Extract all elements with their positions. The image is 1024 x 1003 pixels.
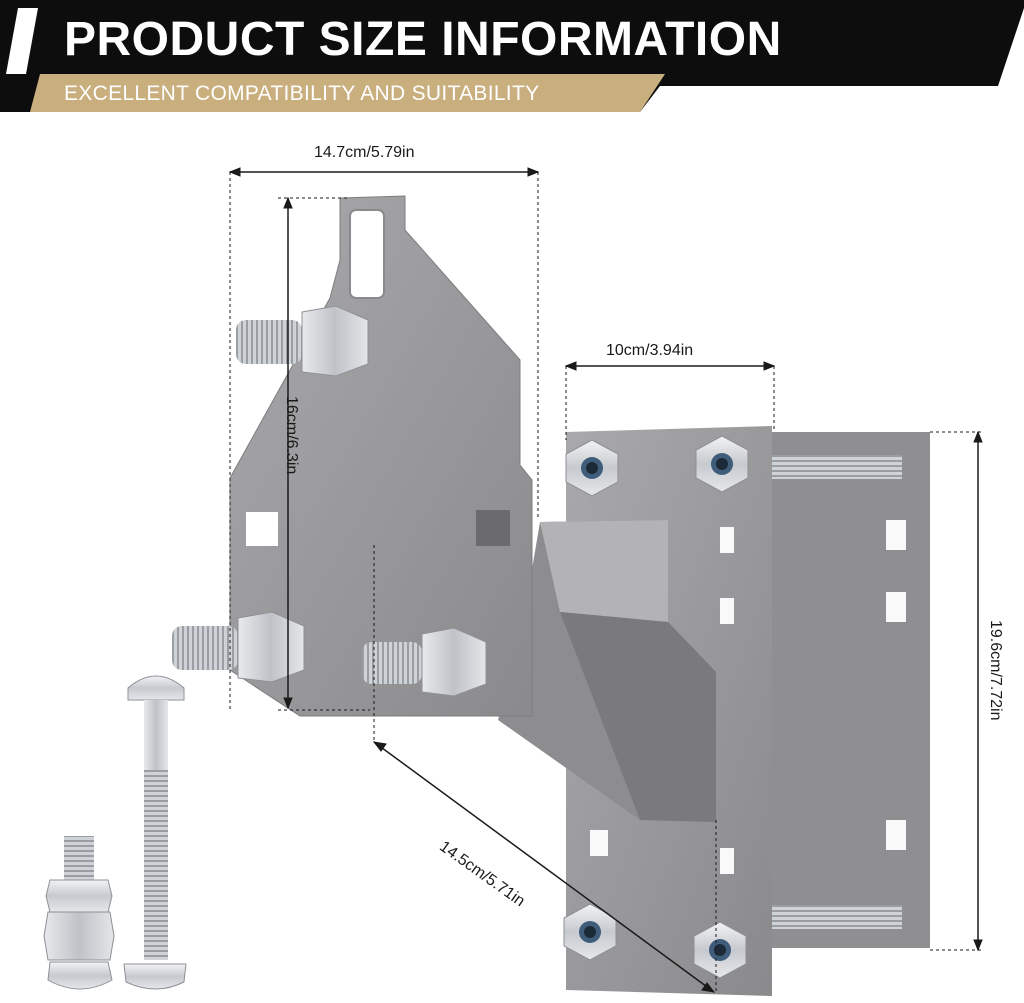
dimension-lines — [228, 167, 984, 993]
support-arm — [498, 520, 716, 822]
page-subtitle: EXCELLENT COMPATIBILITY AND SUITABILITY — [64, 82, 540, 105]
u-bolts — [772, 455, 902, 929]
top-plate-width-label: 14.7cm/5.79in — [314, 144, 415, 161]
carriage-bolt — [123, 675, 187, 990]
base-plate-nuts — [563, 435, 749, 979]
banner-background — [0, 0, 1024, 112]
top-plate-height-label: 16cm/6.3in — [283, 396, 300, 475]
base-plate-width-label: 10cm/3.94in — [606, 342, 694, 359]
mounting-plate — [229, 195, 533, 717]
hex-bolt — [43, 836, 115, 990]
header-banner: PRODUCT SIZE INFORMATION EXCELLENT COMPA… — [0, 0, 1024, 112]
base-plate-height-label: 19.6cm/7.72in — [987, 620, 1004, 721]
page-title: PRODUCT SIZE INFORMATION — [64, 13, 782, 66]
